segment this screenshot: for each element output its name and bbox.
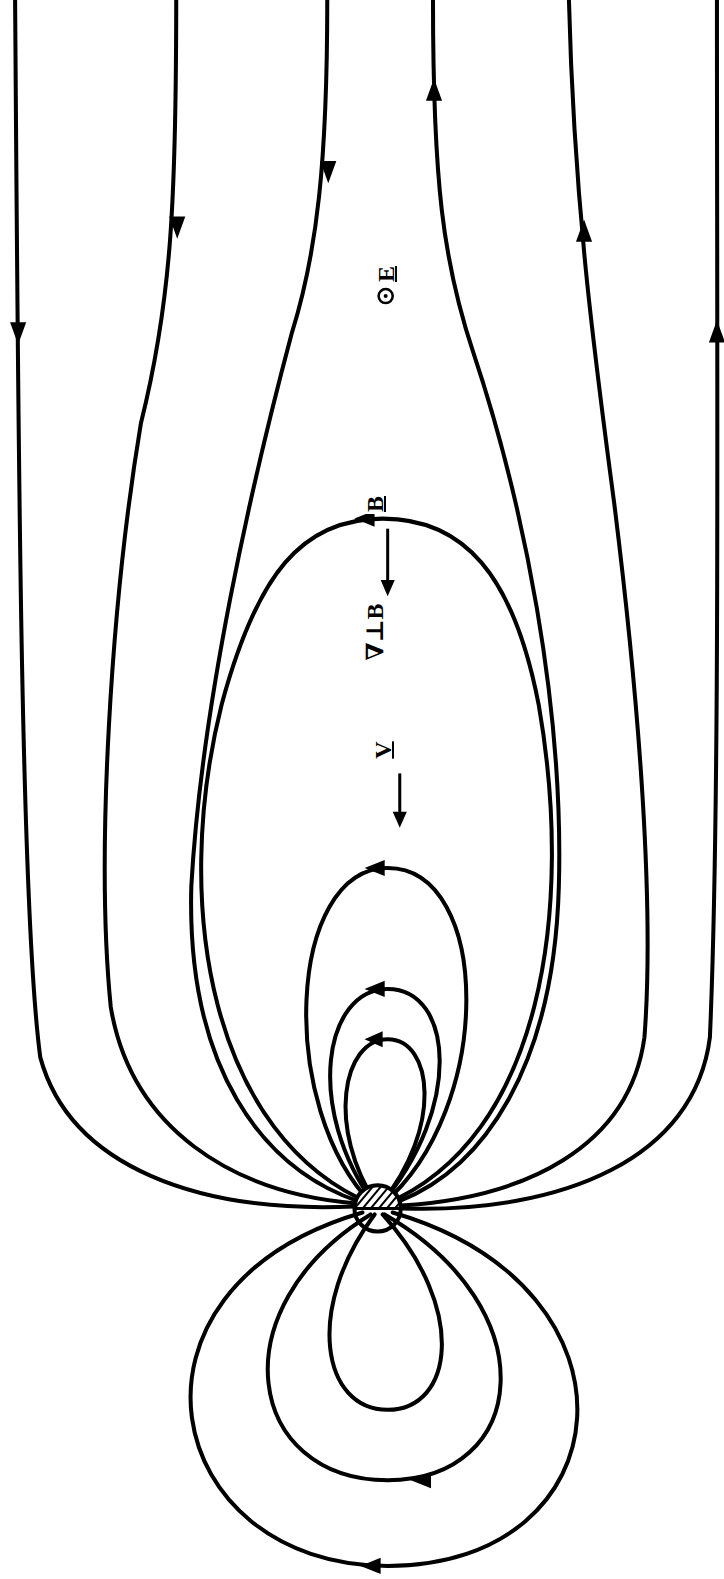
field-line [330,989,440,1205]
field-line [268,1214,501,1480]
vector-label: B [363,493,387,513]
field-line [191,0,358,1201]
gradient-arrow [386,529,389,582]
arrowheads [10,79,724,1574]
vector-label: E [374,264,398,284]
field-line [399,0,560,1201]
planet-body [342,1183,416,1231]
field-line [346,1039,425,1204]
arrowhead [360,1558,380,1574]
field-lines [15,0,717,1566]
arrowhead [381,580,395,596]
arrowhead [365,1031,383,1047]
field-line [15,0,354,1207]
arrowhead [576,220,592,242]
arrowhead [365,981,385,997]
field-line [191,1212,578,1565]
arrowhead [169,217,185,239]
arrowhead [411,1472,431,1488]
out-of-page-symbol [379,289,393,303]
arrowhead [365,860,385,876]
arrowhead [709,320,724,342]
field-line [201,519,552,1205]
arrowhead [393,812,407,828]
vector-label: ∇⊥B [363,602,387,663]
field-line [306,868,466,1204]
field-line [401,0,648,1205]
vector-arrows [381,529,407,828]
arrowhead [10,322,26,344]
vector-label: V [371,740,395,761]
arrowhead [426,79,442,101]
velocity-arrow [398,773,401,813]
arrowhead [320,161,336,183]
field-line [403,0,718,1209]
